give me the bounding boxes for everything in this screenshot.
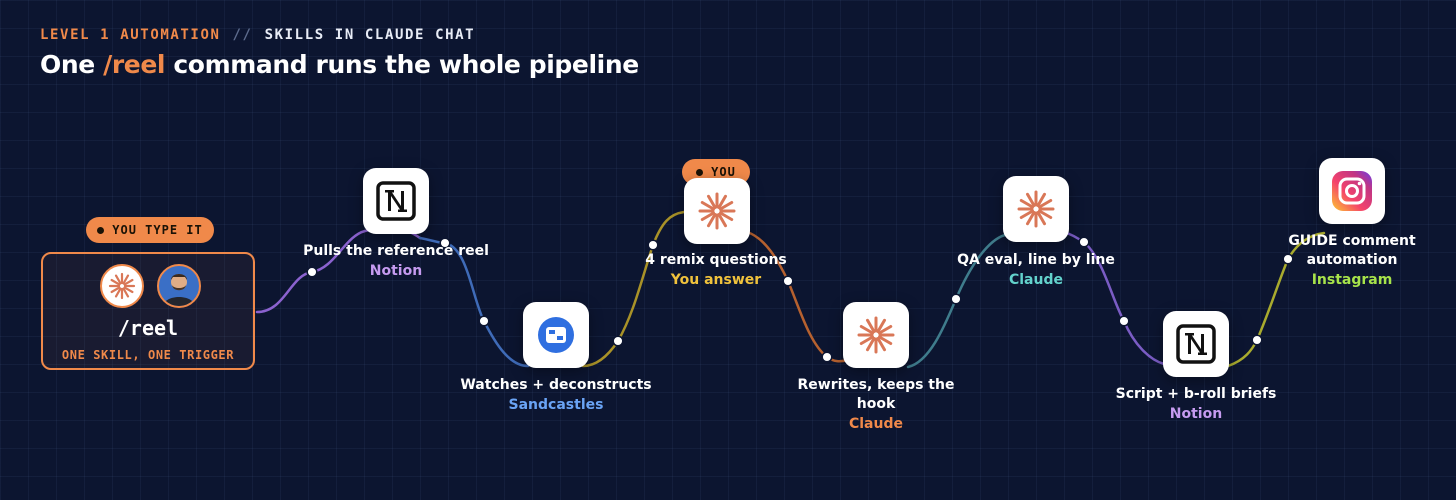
wave-node bbox=[478, 315, 490, 327]
page-title: One /reel command runs the whole pipelin… bbox=[40, 50, 639, 79]
step-6-label: Script + b-roll briefs Notion bbox=[1096, 385, 1296, 424]
step-4-label: Rewrites, keeps the hook Claude bbox=[776, 376, 976, 434]
step-6-tile bbox=[1163, 311, 1229, 377]
start-subtitle: ONE SKILL, ONE TRIGGER bbox=[61, 348, 235, 362]
wave-node bbox=[647, 239, 659, 251]
claude-icon bbox=[1017, 190, 1055, 228]
eyebrow: LEVEL 1 AUTOMATION // SKILLS IN CLAUDE CHA… bbox=[40, 27, 475, 43]
step-1-tile bbox=[363, 168, 429, 234]
wave-segment-4 bbox=[745, 230, 850, 363]
step-4-tile bbox=[843, 302, 909, 368]
wave-node bbox=[1282, 253, 1294, 265]
notion-icon bbox=[1176, 324, 1216, 364]
step-2-tool: Sandcastles bbox=[508, 397, 604, 413]
step-5-tile bbox=[1003, 176, 1069, 242]
user-avatar bbox=[157, 264, 201, 308]
wave-node bbox=[1078, 236, 1090, 248]
step-3-tile bbox=[684, 178, 750, 244]
step-6-tool: Notion bbox=[1169, 406, 1223, 422]
wave-node bbox=[821, 351, 833, 363]
wave-node bbox=[1118, 315, 1130, 327]
step-5-label: QA eval, line by line Claude bbox=[936, 251, 1136, 290]
badge-label: YOU TYPE IT bbox=[112, 223, 203, 237]
wave-segment-6 bbox=[1065, 231, 1166, 366]
wave-segment-7 bbox=[1226, 231, 1326, 368]
step-7-tile bbox=[1319, 158, 1385, 224]
wave-node bbox=[950, 293, 962, 305]
step-1-tool: Notion bbox=[369, 263, 423, 279]
wave-node bbox=[439, 237, 451, 249]
wave-segment-2 bbox=[418, 236, 530, 368]
step-1-label: Pulls the reference reel Notion bbox=[296, 242, 496, 281]
step-5-tool: Claude bbox=[1008, 272, 1063, 288]
step-6-text: Script + b-roll briefs bbox=[1115, 386, 1277, 402]
step-3-text: 4 remix questions bbox=[645, 252, 787, 268]
wave-node bbox=[782, 275, 794, 287]
claude-avatar bbox=[100, 264, 144, 308]
claude-icon bbox=[698, 192, 736, 230]
person-icon bbox=[163, 274, 195, 306]
start-command: /reel bbox=[117, 316, 179, 340]
step-7-text: GUIDE comment automation bbox=[1288, 233, 1416, 268]
step-3-label: 4 remix questions You answer bbox=[616, 251, 816, 290]
title-suffix: command runs the whole pipeline bbox=[173, 50, 639, 79]
you-badge-label: YOU bbox=[711, 165, 736, 179]
step-5-text: QA eval, line by line bbox=[957, 252, 1115, 268]
step-7-label: GUIDE comment automation Instagram bbox=[1282, 232, 1422, 290]
eyebrow-topic: SKILLS IN CLAUDE CHAT bbox=[264, 27, 476, 43]
instagram-icon bbox=[1332, 171, 1372, 211]
step-2-tile bbox=[523, 302, 589, 368]
wave-node bbox=[1251, 334, 1263, 346]
badge-dot bbox=[97, 226, 105, 234]
step-7-tool: Instagram bbox=[1311, 272, 1393, 288]
step-1-text: Pulls the reference reel bbox=[303, 243, 489, 259]
eyebrow-separator: // bbox=[232, 27, 253, 43]
claude-icon bbox=[857, 316, 895, 354]
title-prefix: One bbox=[40, 50, 95, 79]
step-2-text: Watches + deconstructs bbox=[460, 377, 652, 393]
wave-node bbox=[612, 335, 624, 347]
badge-dot bbox=[696, 168, 704, 176]
step-4-text: Rewrites, keeps the hook bbox=[797, 377, 955, 412]
step-4-tool: Claude bbox=[848, 416, 903, 432]
you-type-it-badge: YOU TYPE IT bbox=[86, 217, 214, 243]
sandcastles-icon bbox=[538, 317, 574, 353]
claude-icon bbox=[108, 272, 136, 300]
start-card: /reel ONE SKILL, ONE TRIGGER bbox=[41, 252, 255, 370]
step-3-tool: You answer bbox=[670, 272, 762, 288]
title-command: /reel bbox=[103, 50, 166, 79]
step-2-label: Watches + deconstructs Sandcastles bbox=[456, 376, 656, 415]
wave-node bbox=[306, 266, 318, 278]
notion-icon bbox=[376, 181, 416, 221]
eyebrow-level: LEVEL 1 AUTOMATION bbox=[40, 27, 221, 43]
wave-segment-3 bbox=[581, 210, 686, 368]
